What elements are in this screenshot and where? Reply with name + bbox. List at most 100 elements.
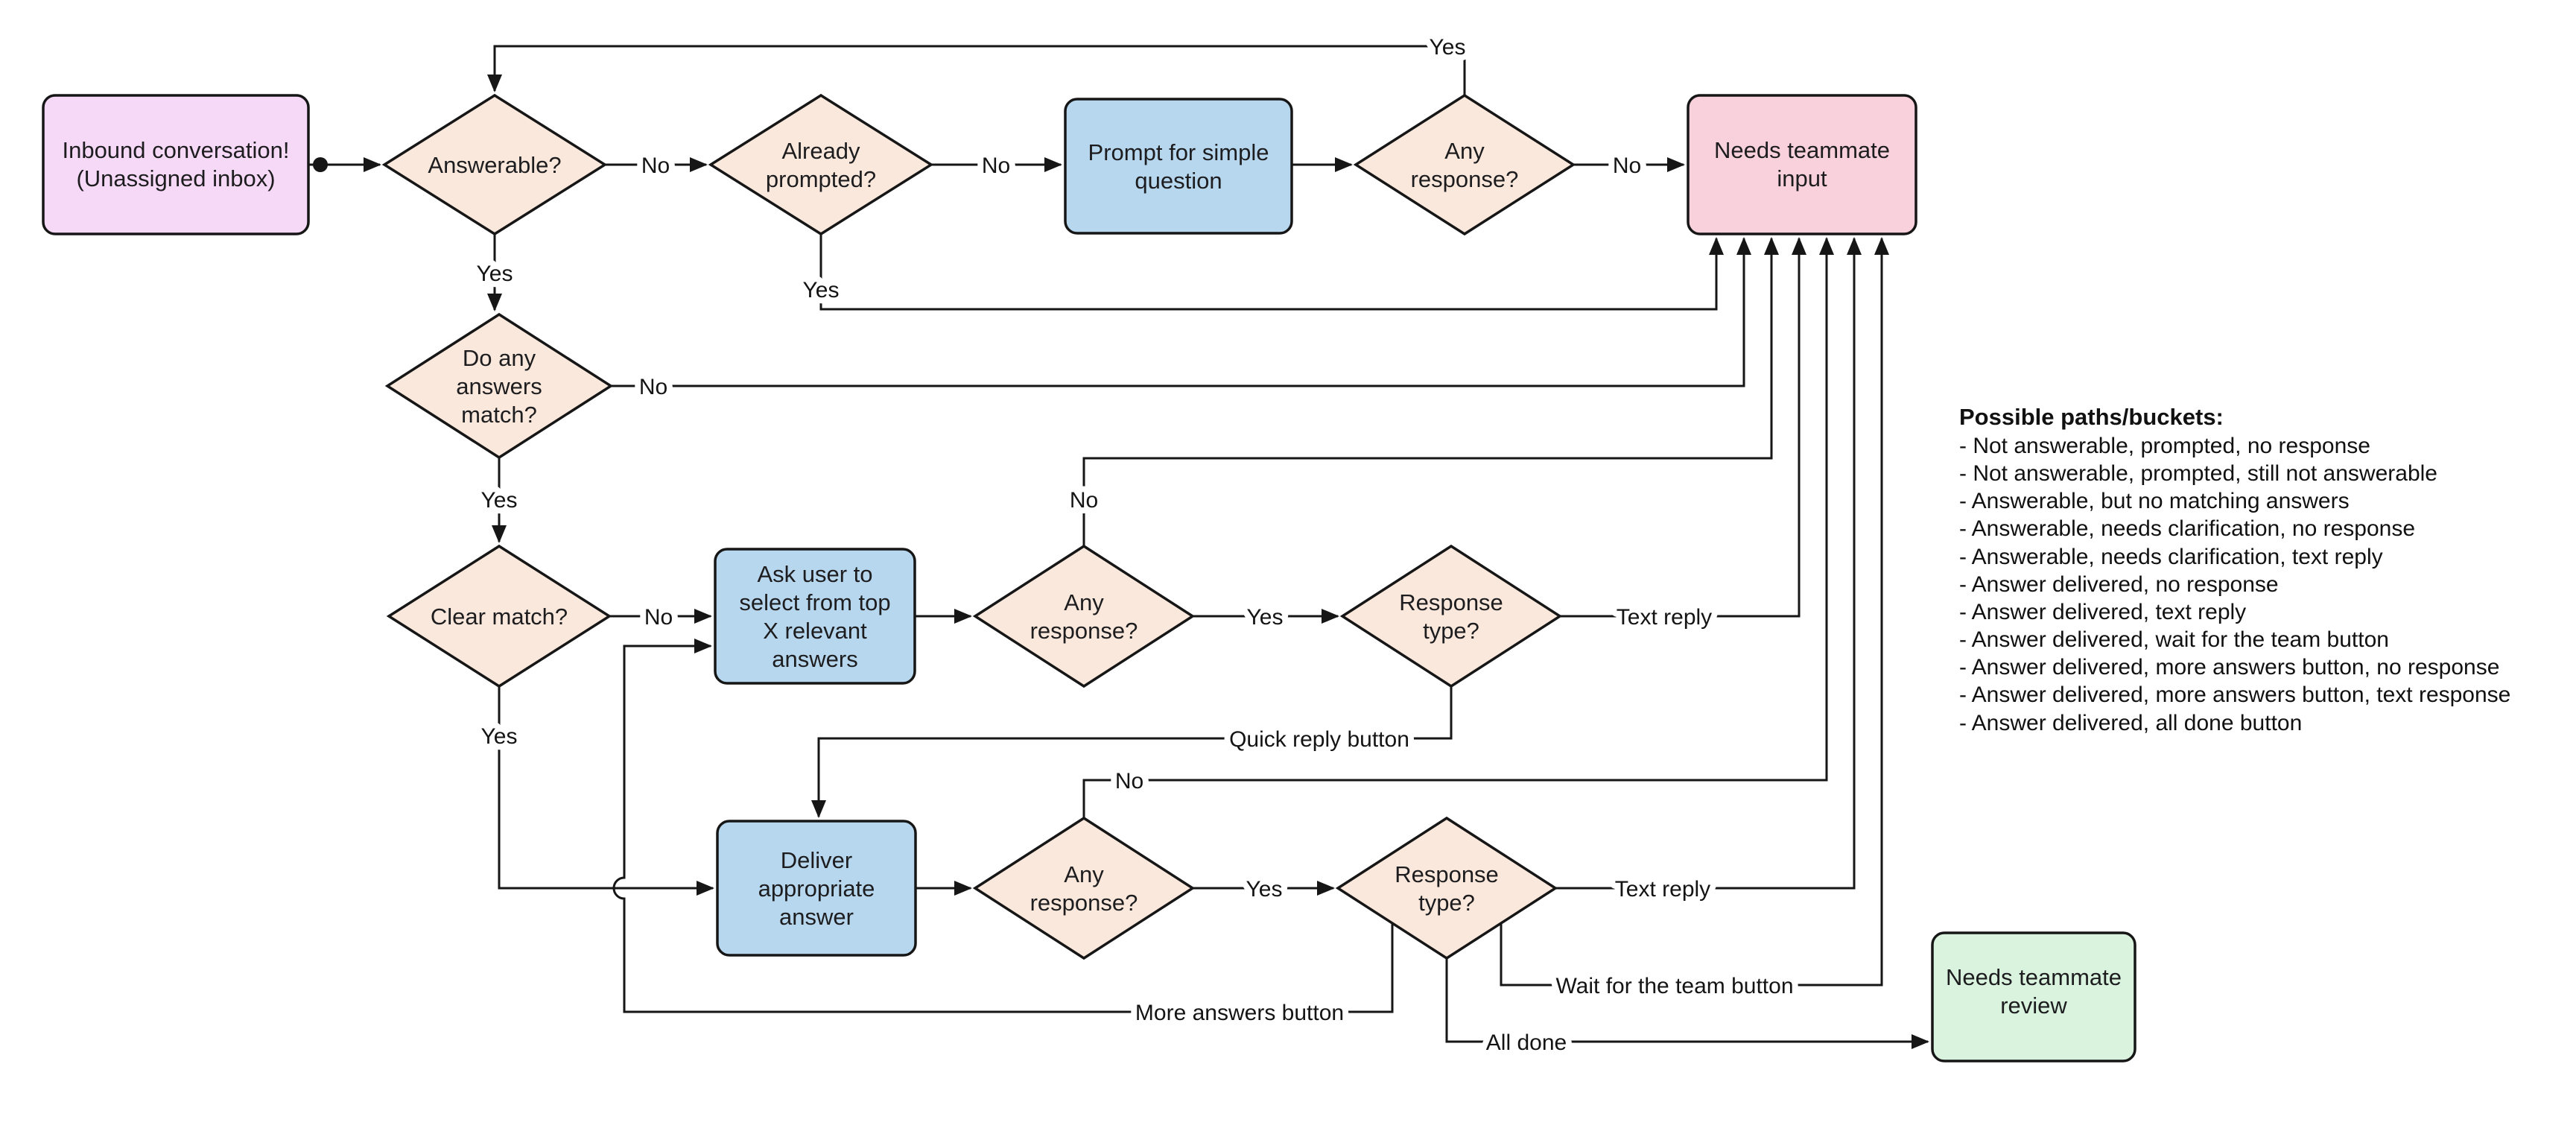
node-needs-teammate-input: Needs teammate input: [1687, 94, 1917, 235]
svg-text:response?: response?: [1411, 166, 1519, 192]
any-response-1-diamond: [1353, 93, 1576, 236]
svg-text:Clear match?: Clear match?: [431, 604, 568, 630]
paths-list-item: - Answer delivered, more answers button,…: [1959, 655, 2499, 680]
node-answers-match: Do any answers match?: [384, 312, 614, 460]
svg-text:answers: answers: [772, 646, 857, 672]
node-deliver-answer: Deliver appropriate answer: [716, 820, 917, 957]
svg-text:(Unassigned inbox): (Unassigned inbox): [76, 165, 275, 191]
svg-text:Prompt for simple: Prompt for simple: [1088, 139, 1269, 165]
label-clearmatch-yes: Yes: [481, 724, 518, 749]
edge-responsetype2-quickreply: [811, 686, 1453, 818]
label-answerable-no: No: [641, 153, 670, 178]
edge-responsetype3-textreply: [1555, 237, 1862, 890]
edge-responsetype2-textreply: [1560, 237, 1806, 618]
paths-buckets-list: Possible paths/buckets: - Not answerable…: [1959, 404, 2510, 735]
needs-teammate-review-box: [1931, 931, 2136, 1063]
paths-list-item: - Not answerable, prompted, no response: [1959, 434, 2370, 458]
svg-text:input: input: [1777, 165, 1827, 191]
paths-list-item: - Answerable, needs clarification, no re…: [1959, 516, 2415, 541]
label-yes-top: Yes: [1430, 35, 1466, 60]
svg-text:question: question: [1135, 168, 1222, 194]
node-response-type-2: Response type?: [1339, 544, 1563, 688]
node-answerable: Answerable?: [381, 93, 608, 236]
label-alreadyprompted-no: No: [982, 153, 1010, 178]
label-responsetype2-textreply: Text reply: [1617, 605, 1712, 630]
label-anyresponse2-no: No: [1070, 488, 1098, 513]
label-responsetype3-moreanswers: More answers button: [1135, 1001, 1344, 1025]
node-already-prompted: Already prompted?: [708, 93, 934, 236]
paths-list-item: - Not answerable, prompted, still not an…: [1959, 461, 2437, 486]
svg-text:Needs teammate: Needs teammate: [1946, 964, 2122, 990]
answers-match-diamond: [384, 312, 614, 460]
label-answersmatch-yes: Yes: [481, 488, 518, 513]
label-answersmatch-no: No: [639, 375, 667, 399]
label-anyresponse3-yes: Yes: [1246, 877, 1283, 902]
label-answerable-yes: Yes: [477, 262, 513, 286]
edge-alreadyprompted-yes: [819, 234, 1724, 311]
clear-match-diamond: [386, 544, 612, 688]
edge-responsetype3-alldone: [1445, 958, 1929, 1049]
label-clearmatch-no: No: [644, 605, 673, 630]
label-anyresponse3-no: No: [1115, 769, 1143, 794]
svg-text:Answerable?: Answerable?: [428, 152, 561, 178]
node-clear-match: Clear match?: [386, 544, 612, 688]
svg-text:Any: Any: [1064, 589, 1104, 615]
deliver-answer-box: [716, 820, 917, 957]
node-needs-teammate-review: Needs teammate review: [1931, 931, 2136, 1063]
svg-text:X relevant: X relevant: [763, 618, 867, 644]
node-any-response-3: Any response?: [972, 816, 1196, 960]
node-any-response-2: Any response?: [972, 544, 1196, 688]
paths-list-item: - Answer delivered, more answers button,…: [1959, 683, 2510, 707]
svg-text:response?: response?: [1030, 890, 1138, 916]
edge-responsetype3-waitteam: [1500, 237, 1889, 987]
node-ask-user-select: Ask user to select from top X relevant a…: [714, 548, 916, 685]
label-responsetype2-quickreply: Quick reply button: [1229, 727, 1409, 752]
paths-list-item: - Answerable, but no matching answers: [1959, 489, 2350, 513]
svg-text:review: review: [2000, 992, 2067, 1019]
nodes: Inbound conversation! (Unassigned inbox)…: [42, 93, 2136, 1063]
svg-text:Ask user to: Ask user to: [757, 561, 872, 587]
svg-text:Response: Response: [1399, 589, 1503, 615]
needs-teammate-input-box: [1687, 94, 1917, 235]
inbound-box: [42, 94, 310, 235]
svg-text:Deliver: Deliver: [781, 847, 852, 873]
edge-clearmatch-yes: [498, 686, 714, 896]
svg-text:match?: match?: [461, 402, 537, 428]
paths-list-item: - Answer delivered, no response: [1959, 572, 2279, 597]
edge-anyresponse2-no: [1082, 237, 1779, 546]
svg-text:select from top: select from top: [739, 589, 890, 615]
svg-text:Do any: Do any: [463, 345, 536, 371]
svg-text:prompted?: prompted?: [766, 166, 876, 192]
label-anyresponse1-no: No: [1613, 153, 1641, 178]
node-inbound-conversation: Inbound conversation! (Unassigned inbox): [42, 94, 310, 235]
label-responsetype3-alldone: All done: [1486, 1030, 1567, 1055]
edge-labels: Yes No No No Yes Yes No Yes No Yes No Ye…: [471, 29, 1800, 1061]
node-prompt-simple-question: Prompt for simple question: [1064, 98, 1293, 235]
edge-answersmatch-no: [611, 237, 1751, 387]
svg-text:answers: answers: [456, 373, 542, 399]
svg-text:Inbound conversation!: Inbound conversation!: [62, 137, 289, 163]
paths-list-title: Possible paths/buckets:: [1959, 404, 2224, 430]
prompt-simple-box: [1064, 98, 1293, 235]
paths-list-item: - Answer delivered, all done button: [1959, 711, 2302, 735]
edges: [308, 45, 1929, 1049]
svg-text:Any: Any: [1444, 138, 1485, 164]
label-responsetype3-waitteam: Wait for the team button: [1555, 974, 1793, 998]
label-anyresponse2-yes: Yes: [1247, 605, 1284, 630]
svg-text:Any: Any: [1064, 861, 1104, 887]
svg-text:appropriate: appropriate: [758, 875, 875, 902]
svg-text:type?: type?: [1423, 618, 1479, 644]
svg-text:Already: Already: [781, 138, 860, 164]
label-responsetype3-textreply: Text reply: [1615, 877, 1710, 902]
response-type-2-diamond: [1339, 544, 1563, 688]
svg-text:type?: type?: [1418, 890, 1475, 916]
any-response-2-diamond: [972, 544, 1196, 688]
paths-list-item: - Answerable, needs clarification, text …: [1959, 545, 2383, 569]
node-any-response-1: Any response?: [1353, 93, 1576, 236]
ask-user-select-box: [714, 548, 916, 685]
paths-list-item: - Answer delivered, text reply: [1959, 600, 2246, 624]
already-prompted-diamond: [708, 93, 934, 236]
response-type-3-diamond: [1335, 816, 1558, 960]
